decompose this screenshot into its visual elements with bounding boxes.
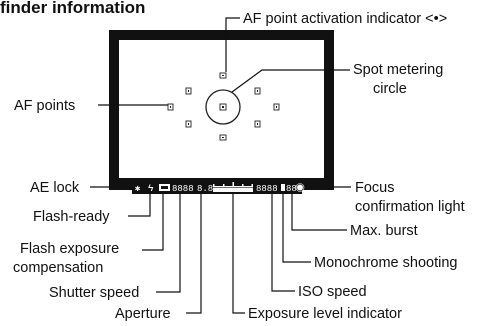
burst-digits: 88 (286, 184, 297, 194)
label-flash-exposure-2: compensation (13, 260, 103, 276)
af-point-upper-left (185, 87, 192, 95)
label-flash-exposure-1: Flash exposure (20, 241, 119, 257)
af-point-upper-right (254, 87, 261, 95)
label-shutter-speed: Shutter speed (49, 285, 139, 301)
af-point-center (219, 103, 227, 111)
af-point-far-right (273, 103, 280, 111)
label-exposure-level: Exposure level indicator (248, 306, 402, 322)
lcd-info-strip: ✱ ϟ 8888 8.8 8888 88 (132, 181, 305, 194)
label-af-point-activation: AF point activation indicator <•> (243, 11, 447, 27)
shutter-digits: 8888 (172, 184, 194, 194)
label-monochrome-shooting: Monochrome shooting (314, 255, 457, 271)
label-aperture: Aperture (115, 306, 171, 322)
label-ae-lock: AE lock (30, 180, 80, 196)
flash-symbol: ϟ (148, 184, 154, 194)
label-flash-ready: Flash-ready (33, 209, 110, 225)
iso-digits: 8888 (256, 184, 278, 194)
label-focus-confirmation-1: Focus (355, 180, 395, 196)
af-point-lower-left (185, 120, 192, 128)
aperture-digits: 8.8 (197, 184, 213, 194)
label-max-burst: Max. burst (350, 223, 418, 239)
label-focus-confirmation-2: confirmation light (355, 199, 465, 215)
leader-lines (90, 17, 351, 314)
ae-lock-symbol: ✱ (135, 184, 141, 194)
af-point-bottom (219, 134, 227, 141)
label-spot-metering-2: circle (373, 81, 407, 97)
af-point-far-left (167, 103, 174, 111)
monochrome-icon (281, 184, 285, 191)
section-title: finder information (0, 0, 145, 17)
exposure-scale (213, 182, 253, 192)
af-points (167, 72, 280, 141)
af-point-top (219, 72, 227, 79)
spot-metering-circle (205, 89, 241, 125)
af-point-lower-right (254, 120, 261, 128)
label-af-points: AF points (14, 98, 75, 114)
label-spot-metering-1: Spot metering (353, 62, 443, 78)
label-iso-speed: ISO speed (298, 284, 367, 300)
